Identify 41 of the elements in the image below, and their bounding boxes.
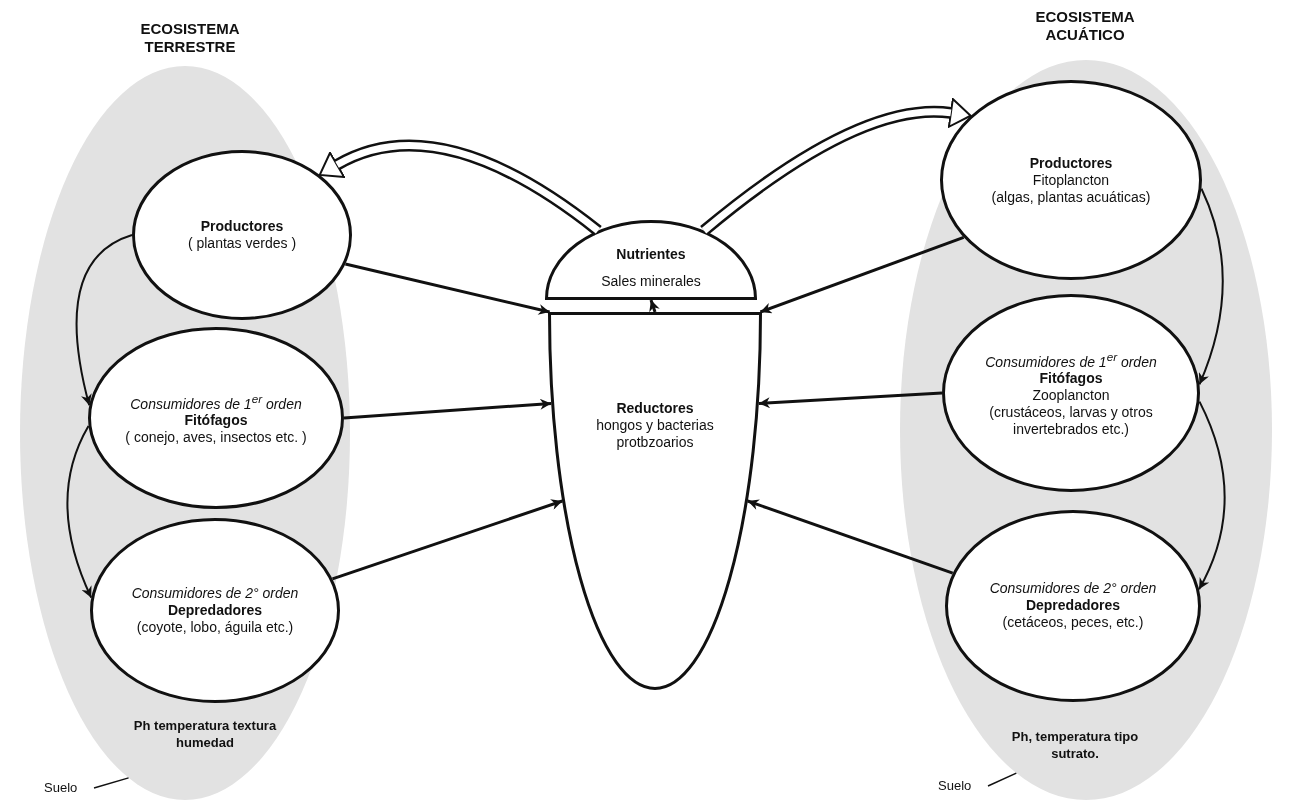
description-text: (crustáceos, larvas y otros invertebrados etc.) [988,404,1154,439]
subheading-label: Consumidores de 1$^{er}$ orden [130,390,302,413]
arrow [66,424,93,599]
heading-label: Depredadores [1025,597,1121,615]
group-title: ECOSISTEMA ACUÁTICO [1034,8,1136,44]
description-text: (cetáceos, peces, etc.) [1002,614,1144,632]
arrow [649,299,660,313]
heading-label: Fitófagos [184,412,248,430]
subheading-label: Consumidores de 1$^{er}$ orden [985,348,1157,371]
arrow [331,499,563,581]
arrow [345,262,550,315]
arrow [75,234,133,407]
heading-label: Reductores [616,399,694,417]
description-text: Sales minerales [601,273,701,290]
description-text: ( plantas verdes ) [187,235,297,252]
heading-label: Productores [200,218,284,235]
description-text: Zooplancton [1032,387,1110,405]
arrow [747,499,954,575]
arrow [343,398,552,420]
leader-line [987,772,1018,787]
heading-label: Fitófagos [1039,370,1103,388]
description-text: Fitoplancton [1032,171,1110,189]
leader-label: Suelo [938,777,986,795]
subheading-label: Consumidores de 2° orden [131,585,299,602]
arrow [1198,400,1226,591]
leader-line [93,777,130,789]
heading-label: Nutrientes [616,246,686,263]
soil-note: Ph, temperatura tipo sutrato. [1010,728,1140,762]
leader-label: Suelo [44,779,92,797]
heading-label: Depredadores [167,602,263,619]
description-text: ( conejo, aves, insectos etc. ) [125,429,307,447]
description-text: hongos y bacterias protbzoarios [595,416,715,451]
description-text: (algas, plantas acuáticas) [991,188,1151,206]
soil-note: Ph temperatura textura humedad [132,717,278,751]
subheading-label: Consumidores de 2° orden [989,580,1157,598]
arrow [758,391,943,409]
description-text: (coyote, lobo, águila etc.) [136,619,294,636]
heading-label: Productores [1029,154,1113,172]
arrow [1198,187,1224,386]
group-title: ECOSISTEMA TERRESTRE [139,20,241,56]
arrow [759,235,965,314]
